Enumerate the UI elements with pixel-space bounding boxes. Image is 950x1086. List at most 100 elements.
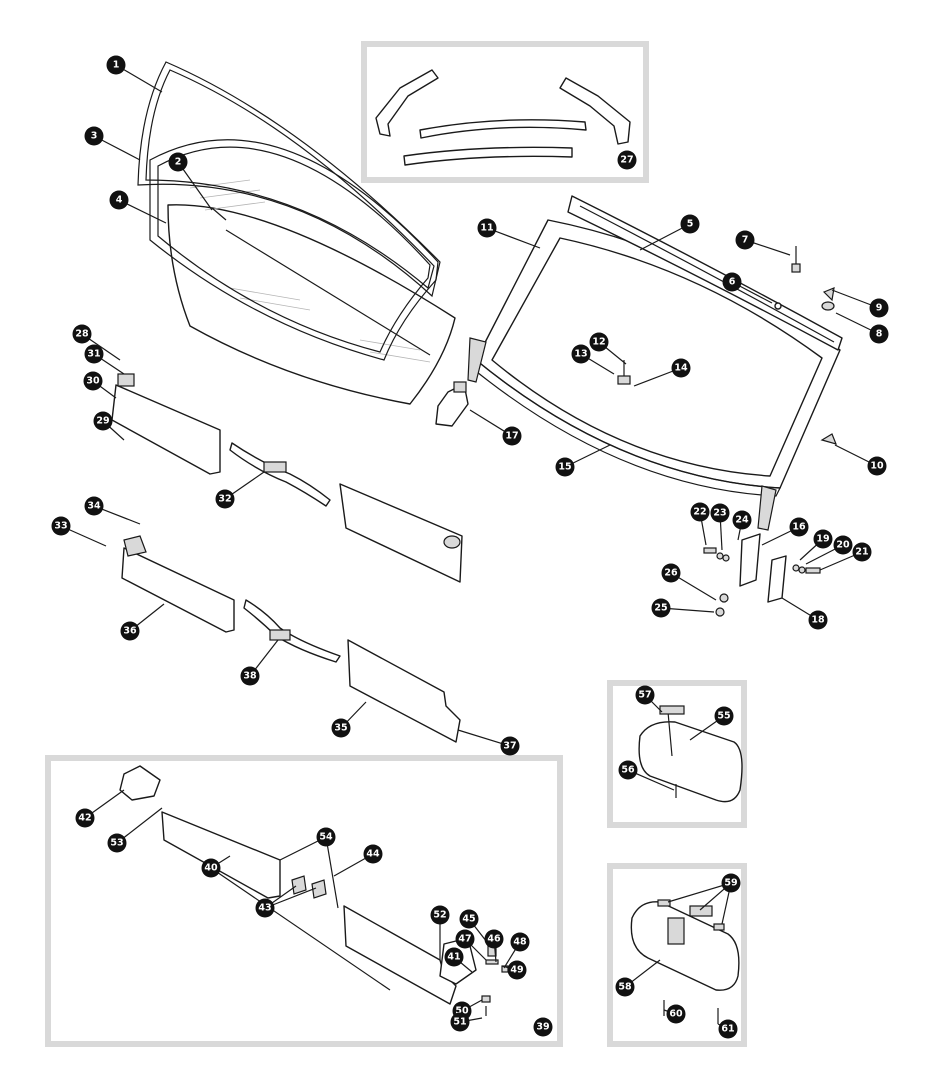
callout-badge-circle [617, 150, 637, 170]
visor-left-upper [111, 373, 221, 475]
callout-34: 34 [84, 496, 104, 516]
callout-51: 51 [450, 1012, 470, 1032]
callout-59: 59 [721, 873, 741, 893]
callout-20: 20 [833, 535, 853, 555]
callout-46: 46 [484, 929, 504, 949]
callout-number: 59 [724, 878, 737, 889]
callout-number: 36 [123, 626, 137, 637]
callout-badge-circle [507, 960, 527, 980]
callout-badge-circle [721, 873, 741, 893]
callout-11: 11 [477, 218, 497, 238]
callout-badge-circle [107, 833, 127, 853]
callout-badge-circle [477, 218, 497, 238]
callout-badge-circle [83, 371, 103, 391]
callout-4: 4 [109, 190, 129, 210]
callout-number: 49 [510, 965, 523, 976]
callout-number: 53 [110, 838, 123, 849]
callout-41: 41 [444, 947, 464, 967]
callout-39: 39 [533, 1017, 553, 1037]
callout-number: 61 [721, 1024, 734, 1035]
callout-9: 9 [869, 298, 889, 318]
callout-badge-circle [201, 858, 221, 878]
callout-29: 29 [93, 411, 113, 431]
callout-33: 33 [51, 516, 71, 536]
callout-number: 5 [687, 219, 694, 230]
callout-number: 3 [91, 131, 98, 142]
callout-number: 21 [855, 547, 868, 558]
callout-10: 10 [867, 456, 887, 476]
callout-30: 30 [83, 371, 103, 391]
callout-badge-circle [735, 230, 755, 250]
callout-32: 32 [215, 489, 235, 509]
callout-3: 3 [84, 126, 104, 146]
callout-badge-circle [93, 411, 113, 431]
callout-number: 42 [78, 813, 91, 824]
callout-badge-circle [680, 214, 700, 234]
callout-number: 54 [319, 832, 333, 843]
callout-number: 17 [505, 431, 518, 442]
callout-number: 41 [447, 952, 460, 963]
callout-13: 13 [571, 344, 591, 364]
callout-badge-circle [661, 563, 681, 583]
callout-19: 19 [813, 529, 833, 549]
callout-badge-circle [84, 344, 104, 364]
callout-26: 26 [661, 563, 681, 583]
leader-extra-3 [325, 836, 339, 909]
callout-number: 10 [870, 461, 884, 472]
callout-badge-circle [75, 808, 95, 828]
callout-number: 52 [433, 910, 446, 921]
panel-mirror-a [607, 680, 747, 828]
callout-61: 61 [718, 1019, 738, 1039]
callout-number: 57 [638, 690, 651, 701]
callout-badge-circle [240, 666, 260, 686]
leader-2 [177, 161, 213, 211]
callout-badge-circle [120, 621, 140, 641]
callout-number: 28 [75, 329, 89, 340]
callout-number: 45 [462, 914, 475, 925]
callout-badge-circle [690, 502, 710, 522]
callout-number: 7 [742, 235, 749, 246]
callout-7: 7 [735, 230, 755, 250]
callout-number: 39 [536, 1022, 549, 1033]
callout-badge-circle [500, 736, 520, 756]
pillar-bracket-17 [435, 381, 469, 427]
callout-badge-circle [710, 503, 730, 523]
callout-badge-circle [732, 510, 752, 530]
outer-seal-1 [137, 61, 441, 298]
callout-number: 51 [453, 1017, 466, 1028]
callout-40: 40 [201, 858, 221, 878]
callout-15: 15 [555, 457, 575, 477]
callout-number: 1 [113, 60, 120, 71]
windscreen-frame [467, 219, 841, 531]
callout-number: 15 [558, 462, 571, 473]
callout-badge-circle [714, 706, 734, 726]
callout-number: 29 [96, 416, 109, 427]
callout-16: 16 [789, 517, 809, 537]
panel-visor-set [45, 755, 563, 1047]
callout-18: 18 [808, 610, 828, 630]
callout-number: 6 [729, 277, 736, 288]
rear-mirror-a [638, 705, 743, 803]
callout-badge-circle [589, 332, 609, 352]
callout-badge-circle [651, 598, 671, 618]
callout-28: 28 [72, 324, 92, 344]
callout-number: 4 [116, 195, 123, 206]
callout-badge-circle [718, 1019, 738, 1039]
callout-badge-circle [72, 324, 92, 344]
panel-mirror-b [607, 863, 747, 1047]
callout-badge-circle [444, 947, 464, 967]
callout-number: 2 [175, 157, 182, 168]
callout-36: 36 [120, 621, 140, 641]
visor-left-lower [121, 535, 235, 633]
callout-badge-circle [455, 929, 475, 949]
leader-extra-5 [210, 867, 391, 991]
callout-number: 55 [717, 711, 730, 722]
hinge-assembly [703, 533, 821, 617]
callout-number: 13 [574, 349, 587, 360]
callout-12: 12 [589, 332, 609, 352]
callout-number: 56 [621, 765, 635, 776]
callout-badge-circle [867, 456, 887, 476]
callout-60: 60 [666, 1004, 686, 1024]
